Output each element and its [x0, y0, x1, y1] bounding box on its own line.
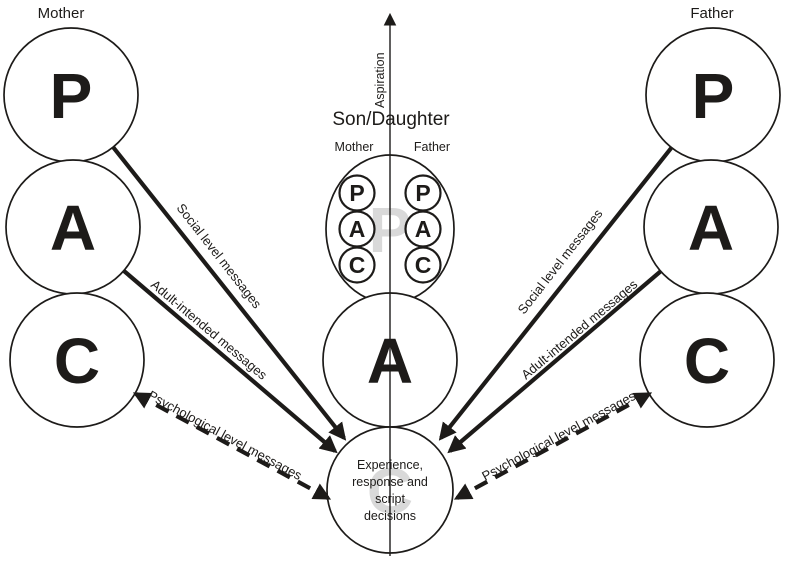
inner-father-label: Father — [414, 140, 450, 154]
inner-father-child-letter: C — [415, 252, 432, 278]
father-adult-arrow — [447, 269, 663, 454]
son-daughter-title: Son/Daughter — [332, 109, 450, 130]
inner-mother-parent-letter: P — [349, 180, 364, 206]
inner-mother-child-circle — [338, 246, 376, 284]
mother-child-letter: C — [54, 325, 100, 397]
father-parent-letter: P — [692, 60, 735, 132]
father-social-arrow-label: Social level messages — [515, 206, 606, 317]
inner-mother-adult-letter: A — [349, 216, 366, 242]
mother-psychological-arrow — [132, 392, 332, 500]
mother-label: Mother — [38, 5, 85, 22]
child-adult-letter: A — [367, 325, 413, 397]
father-ego-stack: Father P A C — [639, 5, 781, 428]
decision-line-2: response and — [352, 475, 428, 489]
father-label: Father — [690, 5, 733, 22]
decision-line-4: decisions — [364, 509, 416, 523]
son-daughter-column: P C Aspiration Son/Daughter Mother Fathe… — [322, 12, 458, 556]
decision-line-3: script — [375, 492, 405, 506]
father-social-arrow — [438, 145, 674, 441]
mother-adult-arrow — [122, 269, 338, 454]
inner-father-child-circle — [404, 246, 442, 284]
father-child-circle — [639, 292, 775, 428]
inner-father-adult-letter: A — [415, 216, 432, 242]
mother-child-circle — [9, 292, 145, 428]
aspiration-label: Aspiration — [373, 52, 387, 108]
mother-parent-letter: P — [50, 60, 93, 132]
inner-mother-label: Mother — [335, 140, 374, 154]
decision-line-1: Experience, — [357, 458, 423, 472]
mother-psychological-arrow-label: Psychological level messages — [146, 387, 305, 483]
father-psychological-arrow — [453, 392, 653, 500]
father-psychological-arrow-label: Psychological level messages — [479, 388, 638, 484]
mother-social-arrow — [111, 145, 347, 441]
mother-ego-stack: Mother P A C — [3, 5, 145, 428]
inner-mother-child-letter: C — [349, 252, 366, 278]
father-child-letter: C — [684, 325, 730, 397]
mother-adult-letter: A — [50, 192, 96, 264]
mother-social-arrow-label: Social level messages — [174, 201, 265, 312]
inner-father-parent-letter: P — [415, 180, 430, 206]
father-adult-letter: A — [688, 192, 734, 264]
